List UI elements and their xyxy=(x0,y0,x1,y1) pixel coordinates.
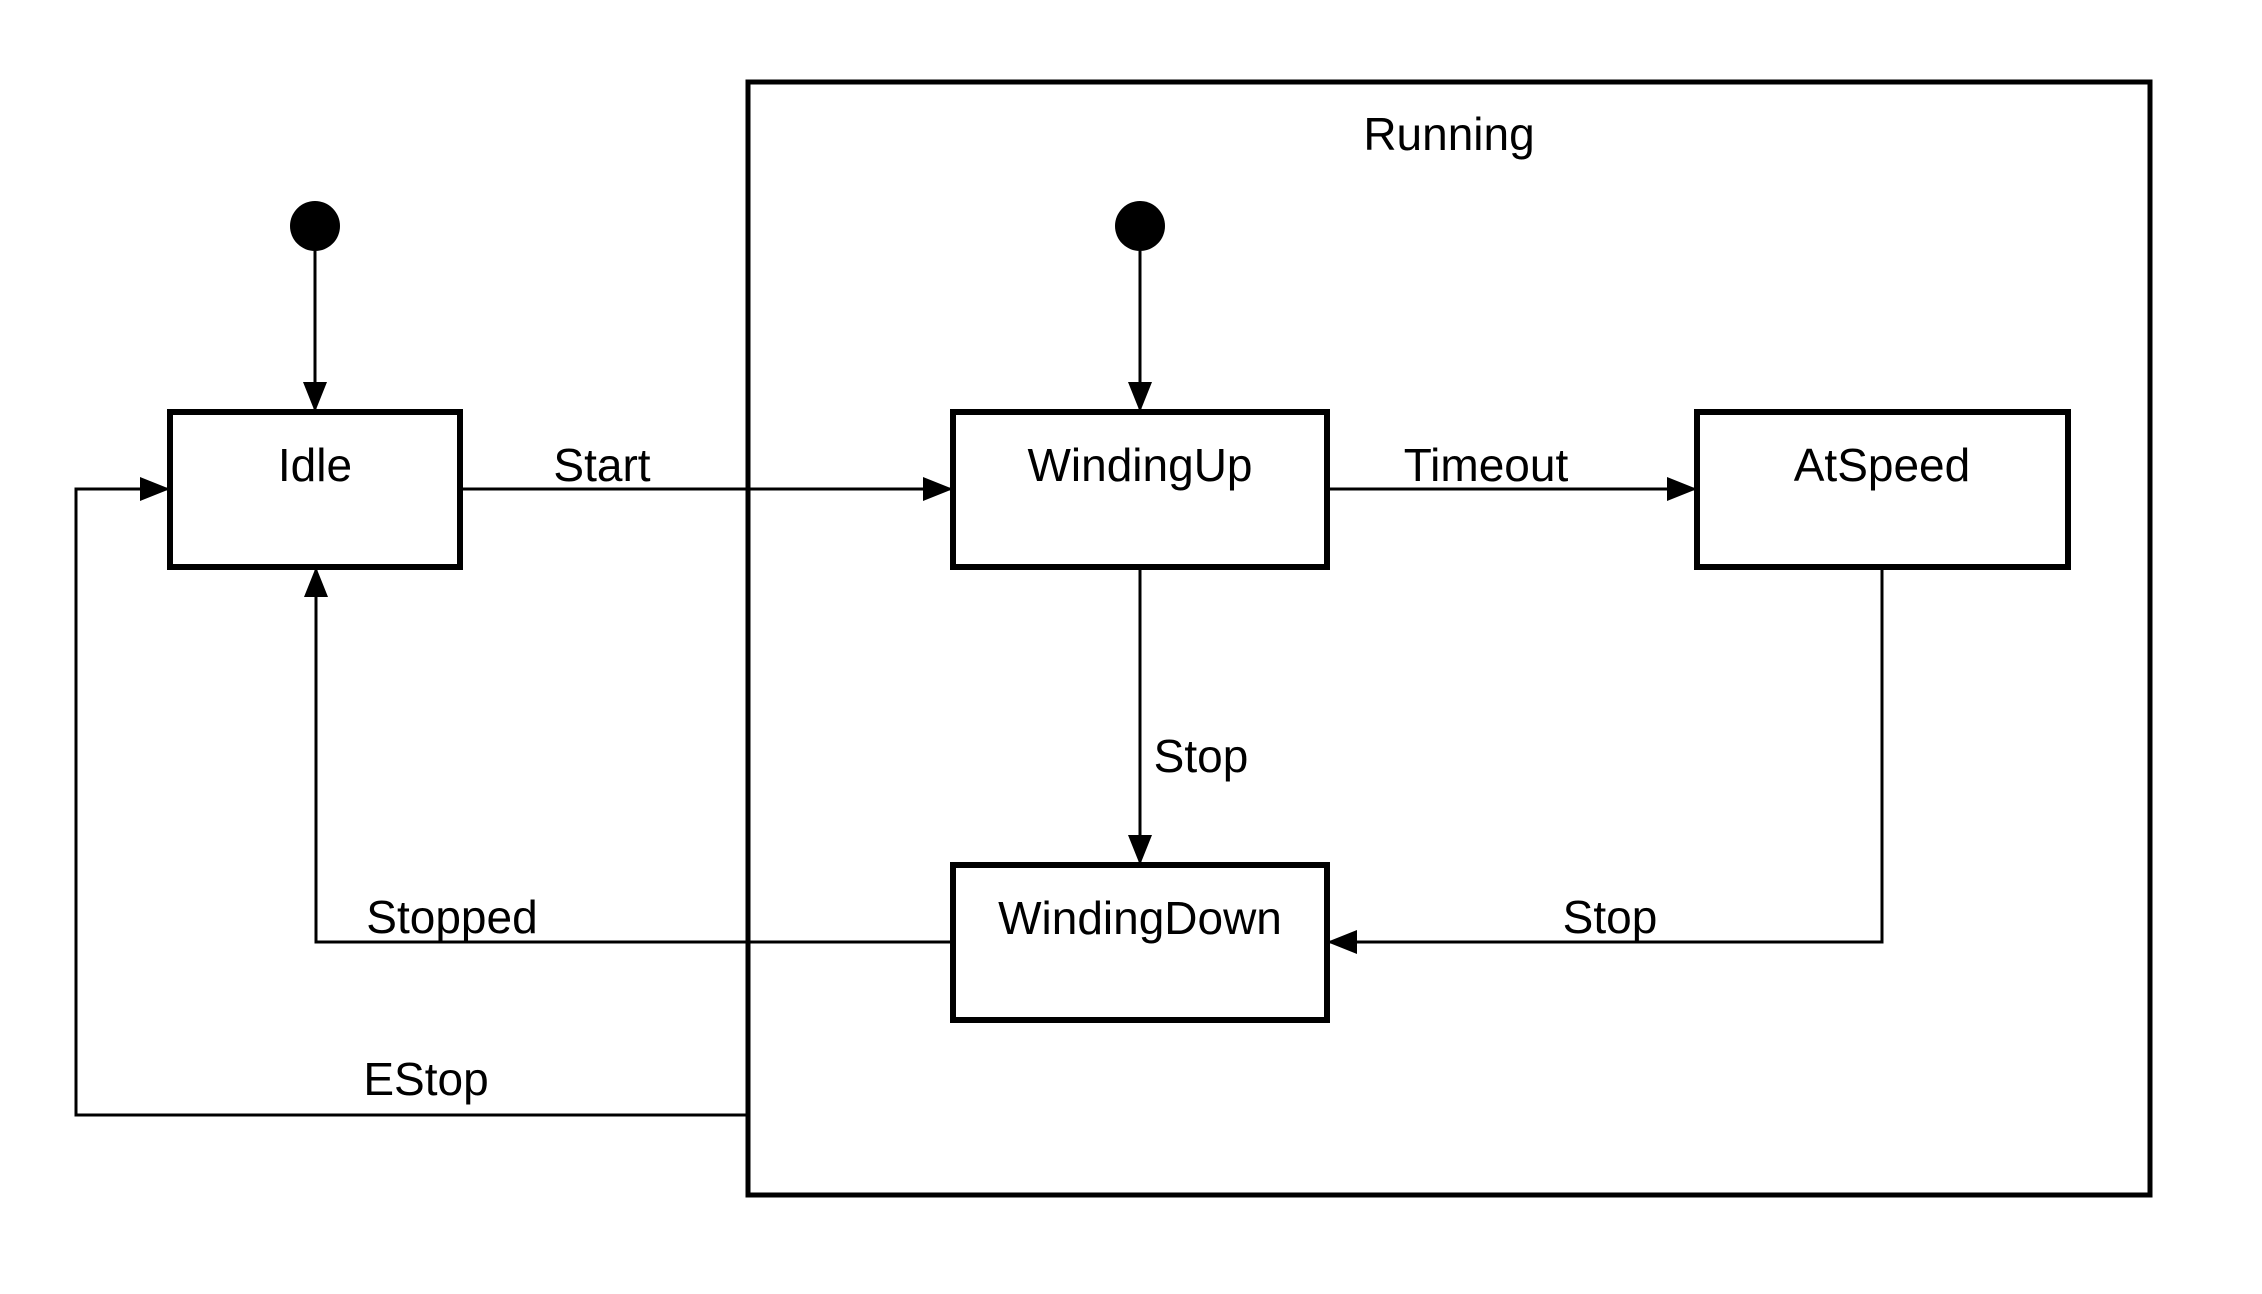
initial-state-dot-windingup[interactable] xyxy=(1115,201,1165,251)
initial-state-dot-idle[interactable] xyxy=(290,201,340,251)
state-windingdown-box[interactable] xyxy=(950,862,1330,1023)
composite-state-running-box[interactable] xyxy=(745,79,2153,1198)
state-windingdown[interactable]: WindingDown xyxy=(950,862,1330,1023)
transition-stop-atspeed-arrow[interactable] xyxy=(1327,566,1884,954)
transition-start[interactable]: Start xyxy=(460,439,953,501)
transition-stopped-label: Stopped xyxy=(366,891,537,943)
state-atspeed-box[interactable] xyxy=(1694,409,2071,570)
transition-timeout[interactable]: Timeout xyxy=(1327,439,1697,501)
state-windingup[interactable]: WindingUp xyxy=(950,409,1330,570)
transition-estop[interactable]: EStop xyxy=(74,477,748,1117)
transition-stop-atspeed-label: Stop xyxy=(1563,891,1658,943)
state-idle-label: Idle xyxy=(278,439,352,491)
state-idle[interactable]: Idle xyxy=(167,409,463,570)
transition-timeout-label: Timeout xyxy=(1404,439,1569,491)
composite-state-running-label: Running xyxy=(1363,108,1534,160)
transition-initial-windingup[interactable] xyxy=(1115,201,1165,412)
transition-stopped-arrow[interactable] xyxy=(304,567,953,944)
state-idle-box[interactable] xyxy=(167,409,463,570)
transition-estop-arrow[interactable] xyxy=(74,477,748,1117)
state-atspeed-label: AtSpeed xyxy=(1794,439,1970,491)
transition-initial-idle[interactable] xyxy=(290,201,340,412)
transition-stop-atspeed[interactable]: Stop xyxy=(1327,566,1884,954)
transition-estop-label: EStop xyxy=(363,1053,488,1105)
state-atspeed[interactable]: AtSpeed xyxy=(1694,409,2071,570)
transition-stop-windingup-label: Stop xyxy=(1154,730,1249,782)
state-windingdown-label: WindingDown xyxy=(998,892,1282,944)
state-windingup-box[interactable] xyxy=(950,409,1330,570)
composite-state-running[interactable]: Running xyxy=(745,79,2153,1198)
transition-start-label: Start xyxy=(553,439,650,491)
transition-stop-windingup[interactable]: Stop xyxy=(1128,566,1249,865)
state-windingup-label: WindingUp xyxy=(1028,439,1253,491)
transition-stopped[interactable]: Stopped xyxy=(304,567,953,944)
